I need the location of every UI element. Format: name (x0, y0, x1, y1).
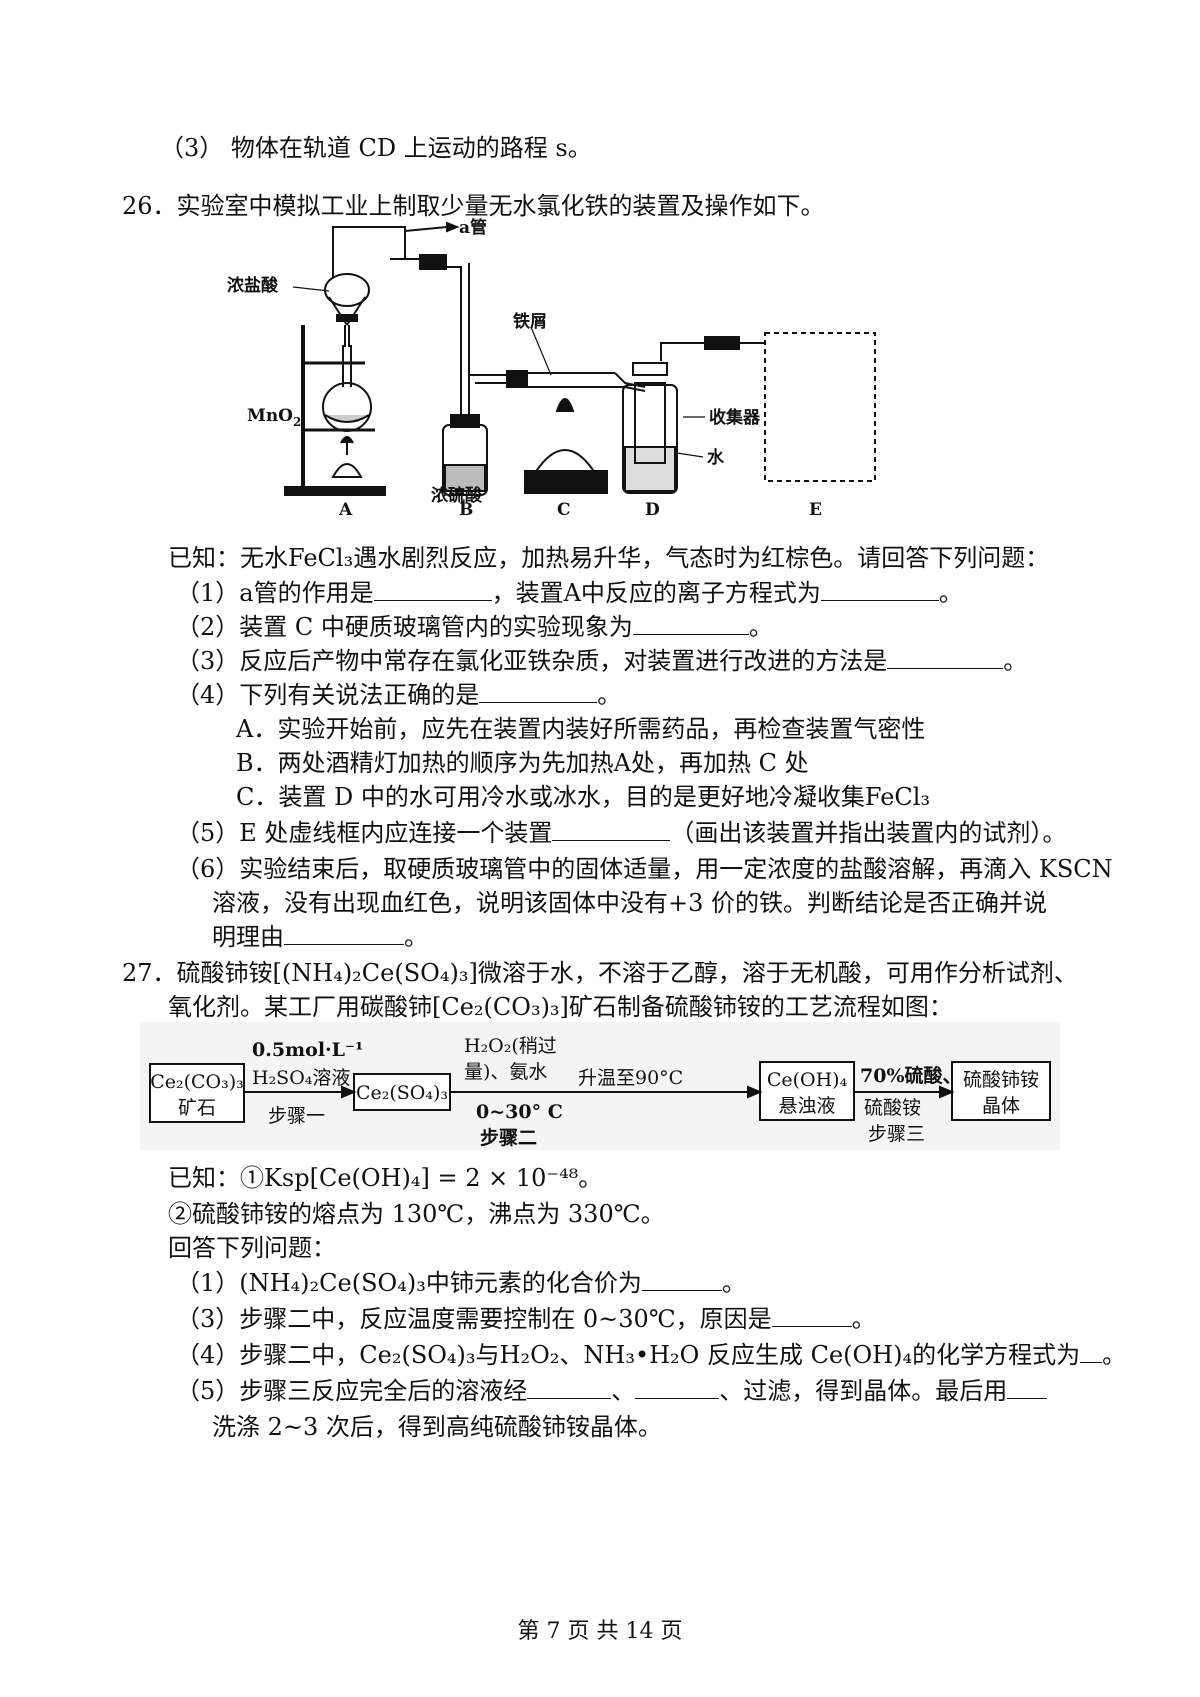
flow-box1-line1: Ce₂(CO₃)₃ (150, 1071, 244, 1093)
flow-step3: 步骤三 (868, 1123, 925, 1145)
flow-box-ce2so43 (353, 1073, 451, 1111)
answer-blank[interactable] (635, 1376, 720, 1399)
q26-title: 26．实验室中模拟工业上制取少量无水氯化铁的装置及操作如下。 (122, 192, 825, 220)
flow-box4-line2: 晶体 (982, 1095, 1020, 1117)
answer-blank[interactable] (820, 578, 939, 601)
answer-blank[interactable] (1080, 1340, 1103, 1363)
answer-blank[interactable] (632, 612, 749, 635)
label-B: B (459, 500, 473, 520)
q25-part3: （3） 物体在轨道 CD 上运动的路程 s。 (160, 134, 592, 162)
flow-box1-line2: 矿石 (178, 1097, 216, 1119)
q27-q3: （3）步骤二中，反应温度需要控制在 0~30℃，原因是。 (176, 1304, 876, 1333)
answer-blank[interactable] (887, 646, 1004, 669)
label-D: D (645, 500, 660, 520)
q26-option-c: C．装置 D 中的水可用冷水或冰水，目的是更好地冷凝收集FeCl₃ (236, 783, 931, 811)
answer-blank[interactable] (284, 922, 404, 945)
answer-blank[interactable] (1007, 1376, 1048, 1399)
flow-box-ore (149, 1063, 245, 1123)
label-collector: 收集器 (709, 407, 761, 428)
q26-q6-line2: 溶液，没有出现血红色，说明该固体中没有+3 价的铁。判断结论是否正确并说 (212, 889, 1048, 917)
q27-q1: （1）(NH₄)₂Ce(SO₄)₃中铈元素的化合价为。 (176, 1268, 746, 1297)
flow-box3-line2: 悬浊液 (778, 1095, 835, 1117)
flow-box3-line1: Ce(OH)₄ (767, 1069, 848, 1091)
q27-q4: （4）步骤二中，Ce₂(SO₄)₃与H₂O₂、NH₃•H₂O 反应生成 Ce(O… (176, 1340, 1127, 1369)
q26-option-b: B．两处酒精灯加热的顺序为先加热A处，再加热 C 处 (236, 749, 809, 777)
q26-q3: （3）反应后产物中常存在氯化亚铁杂质，对装置进行改进的方法是。 (176, 646, 1028, 675)
page-footer: 第 7 页 共 14 页 (517, 1619, 683, 1644)
label-C: C (557, 500, 571, 520)
q26-q1: （1）a管的作用是，装置A中反应的离子方程式为。 (176, 578, 963, 607)
flow-step2: 步骤二 (480, 1127, 537, 1149)
q26-apparatus-diagram: a管 浓盐酸 MnO2 铁屑 浓硫酸 收集器 水 A B C D E (227, 217, 876, 520)
answer-blank[interactable] (479, 680, 598, 703)
q27-process-flowchart: Ce₂(CO₃)₃ 矿石 0.5mol·L⁻¹ H₂SO₄溶液 步骤一 Ce₂(… (140, 1022, 1060, 1150)
q26-q6-line1: （6）实验结束后，取硬质玻璃管中的固体适量，用一定浓度的盐酸溶解，再滴入 KSC… (176, 855, 1113, 883)
label-a-tube: a管 (459, 217, 487, 238)
q27-intro-line1: 27．硫酸铈铵[(NH₄)₂Ce(SO₄)₃]微溶于水，不溶于乙醇，溶于无机酸，… (122, 959, 1078, 987)
q26-q4: （4）下列有关说法正确的是。 (176, 680, 622, 709)
flow-reagent3-line1: 70%硫酸、 (860, 1064, 962, 1087)
label-A: A (338, 500, 353, 520)
answer-blank[interactable] (527, 1376, 612, 1399)
flow-reagent3-line2: 硫酸铵 (864, 1097, 921, 1119)
flow-step1: 步骤一 (268, 1105, 325, 1127)
flow-heat: 升温至90°C (578, 1067, 683, 1089)
flow-box4-line1: 硫酸铈铵 (963, 1069, 1039, 1091)
answer-blank[interactable] (552, 818, 671, 841)
q27-q5-line2: 洗涤 2~3 次后，得到高纯硫酸铈铵晶体。 (212, 1413, 662, 1441)
flow-reagent1-line1: 0.5mol·L⁻¹ (252, 1039, 363, 1061)
flow-box2: Ce₂(SO₄)₃ (356, 1082, 448, 1104)
q27-known2: ②硫酸铈铵的熔点为 130℃，沸点为 330℃。 (168, 1200, 665, 1228)
label-water: 水 (707, 447, 725, 468)
q26-q5: （5）E 处虚线框内应连接一个装置（画出该装置并指出装置内的试剂）。 (176, 818, 1067, 847)
q27-answer-prompt: 回答下列问题： (168, 1234, 336, 1262)
flow-box-ceoh4 (759, 1061, 855, 1121)
q27-known1: 已知：①Ksp[Ce(OH)₄] = 2 × 10⁻⁴⁸。 (168, 1164, 603, 1192)
label-h2so4: 浓硫酸 (431, 485, 483, 506)
label-iron: 铁屑 (513, 311, 547, 332)
flow-temp2: 0~30° C (476, 1101, 563, 1123)
flow-reagent1-line2: H₂SO₄溶液 (252, 1067, 350, 1089)
q26-q2: （2）装置 C 中硬质玻璃管内的实验现象为。 (176, 612, 773, 641)
flow-reagent2-line2: 量)、氨水 (464, 1061, 547, 1083)
q26-known: 已知：无水FeCl₃遇水剧烈反应，加热易升华，气态时为红棕色。请回答下列问题： (168, 544, 1050, 572)
label-E: E (809, 500, 822, 520)
q26-option-a: A．实验开始前，应先在装置内装好所需药品，再检查装置气密性 (236, 715, 926, 743)
q27-q5-line1: （5）步骤三反应完全后的溶液经、、过滤，得到晶体。最后用 (176, 1376, 1048, 1406)
answer-blank[interactable] (771, 1304, 852, 1327)
label-hcl: 浓盐酸 (227, 275, 279, 296)
answer-blank[interactable] (373, 578, 492, 601)
label-mno2: MnO2 (247, 406, 301, 429)
answer-blank[interactable] (641, 1268, 722, 1291)
q26-q6-line3: 明理由。 (212, 922, 428, 951)
q27-intro-line2: 氧化剂。某工厂用碳酸铈[Ce₂(CO₃)₃]矿石制备硫酸铈铵的工艺流程如图： (168, 993, 953, 1021)
flow-reagent2-line1: H₂O₂(稍过 (464, 1035, 557, 1057)
